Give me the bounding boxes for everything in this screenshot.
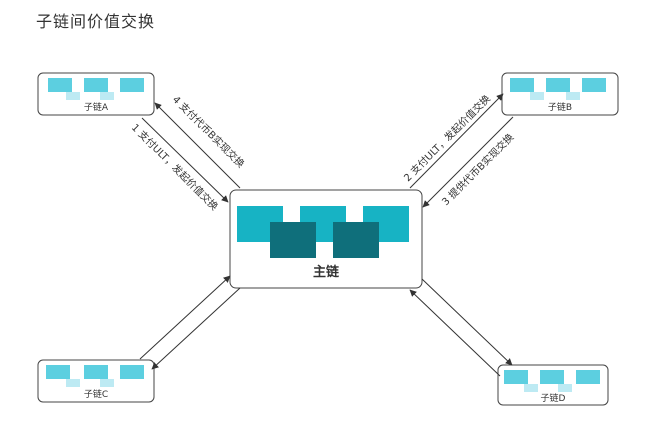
- arrow-main-to-a: [154, 102, 241, 189]
- subchain-b-label: 子链B: [548, 101, 572, 113]
- arrow-main-to-d: [421, 278, 513, 366]
- arrow-d-to-main: [409, 289, 501, 377]
- subchain-a-label: 子链A: [84, 101, 109, 113]
- arrow-c-to-main: [139, 275, 231, 360]
- arrow-b-to-main: [422, 116, 514, 208]
- subchain-c-label: 子链C: [84, 388, 108, 400]
- main-chain-label: 主链: [313, 264, 340, 280]
- main-chain: 主链: [229, 189, 423, 289]
- arrow-main-to-c: [151, 287, 241, 370]
- subchain-d-label: 子链D: [541, 392, 566, 404]
- arrow-main-to-b: [409, 93, 504, 189]
- arrow-label-a-in: 4 支付代币B实现交换: [170, 93, 247, 170]
- page-title: 子链间价值交换: [36, 12, 156, 31]
- subchain-a: 子链A: [37, 72, 155, 116]
- arrow-a-to-main: [141, 117, 229, 203]
- subchain-c: 子链C: [37, 359, 155, 403]
- subchain-b: 子链B: [501, 72, 619, 116]
- subchain-d: 子链D: [497, 364, 609, 406]
